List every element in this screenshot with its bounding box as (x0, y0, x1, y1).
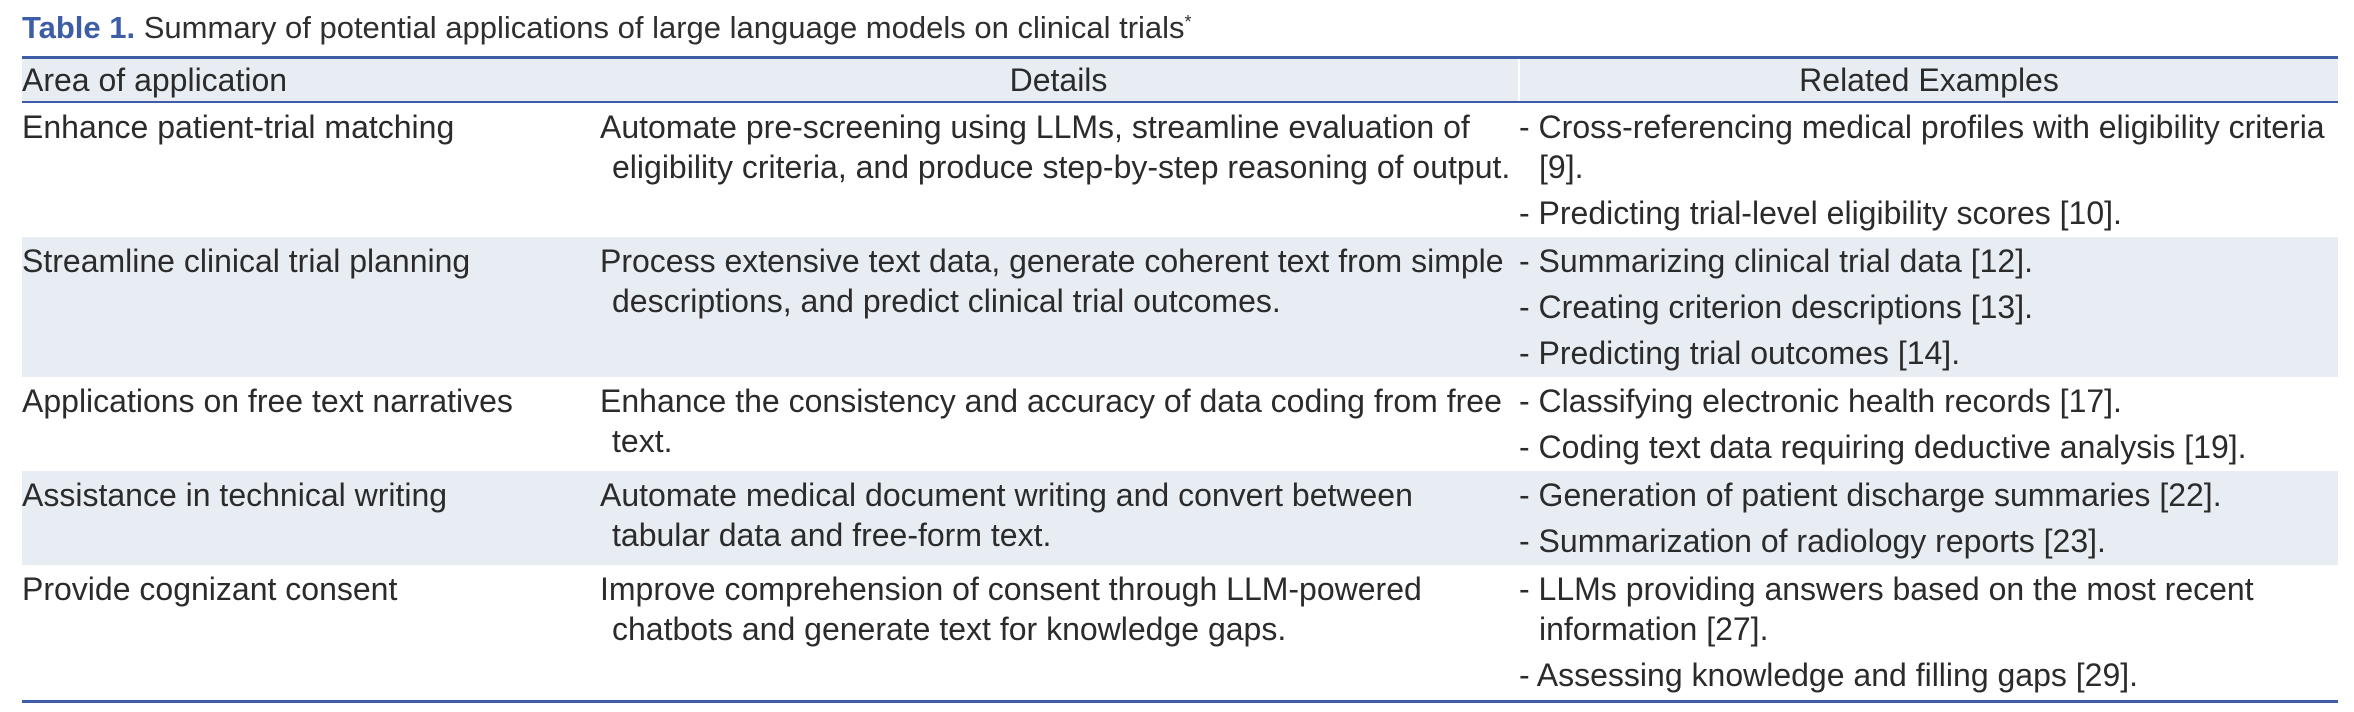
example-item: - Predicting trial-level eligibility sco… (1519, 195, 2122, 231)
details-text: Process extensive text data, generate co… (600, 243, 1504, 319)
cell-examples: - LLMs providing answers based on the mo… (1519, 565, 2338, 703)
example-item: - Coding text data requiring deductive a… (1519, 429, 2247, 465)
example-item: - Creating criterion descriptions [13]. (1519, 289, 2033, 325)
header-area: Area of application (22, 56, 599, 103)
table-figure: Table 1. Summary of potential applicatio… (22, 0, 2338, 703)
table-row: Assistance in technical writing Automate… (22, 471, 2338, 565)
example-item: - Assessing knowledge and filling gaps [… (1519, 657, 2139, 693)
details-text: Enhance the consistency and accuracy of … (600, 383, 1502, 459)
cell-details: Improve comprehension of consent through… (599, 565, 1519, 703)
cell-area: Streamline clinical trial planning (22, 243, 471, 279)
cell-area: Enhance patient-trial matching (22, 109, 455, 145)
table-caption-footnote-mark: * (1184, 12, 1192, 32)
cell-details: Enhance the consistency and accuracy of … (599, 377, 1519, 471)
example-item: - Cross-referencing medical profiles wit… (1519, 109, 2325, 185)
cell-details: Automate pre-screening using LLMs, strea… (599, 102, 1519, 237)
example-item: - Summarizing clinical trial data [12]. (1519, 243, 2033, 279)
cell-area: Assistance in technical writing (22, 477, 448, 513)
example-item: - LLMs providing answers based on the mo… (1519, 571, 2254, 647)
cell-examples: - Generation of patient discharge summar… (1519, 471, 2338, 565)
example-item: - Generation of patient discharge summar… (1519, 477, 2222, 513)
cell-details: Process extensive text data, generate co… (599, 237, 1519, 377)
cell-area: Provide cognizant consent (22, 565, 599, 703)
table-caption: Table 1. Summary of potential applicatio… (22, 0, 2338, 56)
header-row: Area of application Details Related Exam… (22, 56, 2338, 103)
example-item: - Classifying electronic health records … (1519, 383, 2122, 419)
table-row: Streamline clinical trial planning Proce… (22, 237, 2338, 377)
cell-details: Automate medical document writing and co… (599, 471, 1519, 565)
table-row: Enhance patient-trial matching Automate … (22, 102, 2338, 237)
table-header: Area of application Details Related Exam… (22, 56, 2338, 103)
table-body: Enhance patient-trial matching Automate … (22, 102, 2338, 703)
header-details: Details (599, 56, 1519, 103)
header-examples: Related Examples (1518, 56, 2338, 103)
example-item: - Predicting trial outcomes [14]. (1519, 335, 1961, 371)
applications-table: Area of application Details Related Exam… (22, 56, 2338, 703)
cell-examples: - Summarizing clinical trial data [12]. … (1519, 237, 2338, 377)
details-text: Automate medical document writing and co… (600, 477, 1413, 553)
cell-area: Applications on free text narratives (22, 383, 513, 419)
details-text: Automate pre-screening using LLMs, strea… (600, 109, 1511, 185)
cell-examples: - Classifying electronic health records … (1519, 377, 2338, 471)
table-row: Provide cognizant consent Improve compre… (22, 565, 2338, 703)
table-caption-label: Table 1. (22, 10, 136, 45)
table-caption-text: Summary of potential applications of lar… (135, 10, 1185, 45)
cell-examples: - Cross-referencing medical profiles wit… (1519, 102, 2338, 237)
example-item: - Summarization of radiology reports [23… (1519, 523, 2106, 559)
table-row: Applications on free text narratives Enh… (22, 377, 2338, 471)
details-text: Improve comprehension of consent through… (600, 571, 1422, 647)
